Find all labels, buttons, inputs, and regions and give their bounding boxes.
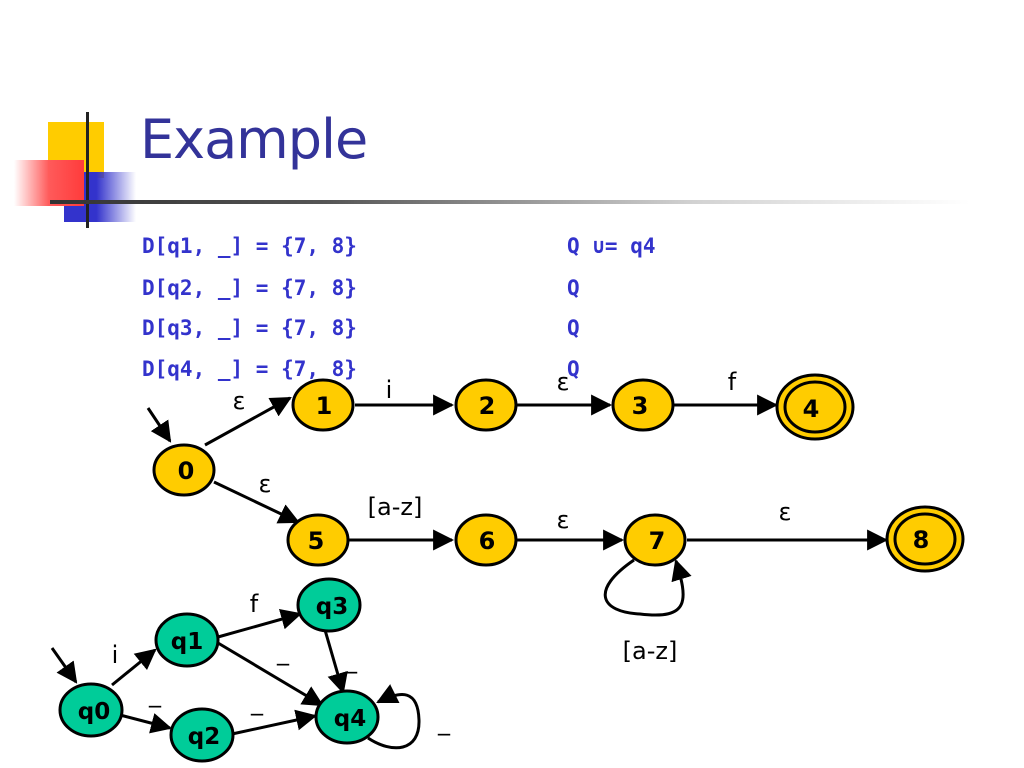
code-line-3-left: D[q3, _] = {7, 8} [142,316,357,340]
dfa-state-q3-label: q3 [316,594,348,620]
dfa-state-q4-label: q4 [334,706,366,732]
code-line-4-right: Q [567,357,580,381]
nfa-state-4-inner [783,380,847,434]
nfa-state-1-circle [291,378,355,432]
nfa-state-8-inner [893,512,957,566]
nfa-label-0-5: ε [259,470,272,498]
nfa-state-6-label: 6 [479,527,496,555]
code-line-3-right: Q [567,316,580,340]
dfa-state-q0-label: q0 [78,699,110,725]
nfa-state-0-label: 0 [178,457,195,485]
dfa-label-q2-q4: _ [250,688,264,716]
nfa-edge-7-7-loop [603,558,692,617]
nfa-state-8-label: 8 [913,526,930,554]
dfa-state-q2-label: q2 [188,724,220,750]
dfa-state-q4-circle [314,689,380,745]
dfa-state-q1-label: q1 [171,629,203,655]
nfa-state-5-circle [286,513,350,567]
nfa-label-1-2: i [386,376,393,404]
code-line-1-left: D[q1, _] = {7, 8} [142,234,357,258]
nfa-label-7-7: [a-z] [623,637,678,665]
decor-red-bar [14,160,84,206]
dfa-label-q4-q4: _ [437,708,451,736]
dfa-edge-q3-q4 [323,629,348,695]
code-line-4-left: D[q4, _] = {7, 8} [142,357,357,381]
nfa-state-4-label: 4 [803,395,820,423]
nfa-edge-0-5 [213,480,300,524]
dfa-state-q3-circle [296,577,362,633]
nfa-label-3-4: f [728,368,737,396]
dfa-state-q2-circle [169,707,235,763]
code-line-2-left: D[q2, _] = {7, 8} [142,276,357,300]
nfa-label-6-7: ε [557,506,570,534]
dfa-label-q0-q2: _ [148,680,162,708]
nfa-state-3-circle [611,378,675,432]
nfa-state-0-circle [152,443,216,497]
nfa-label-2-3: ε [557,368,570,396]
slide-title: Example [140,108,368,171]
dfa-label-q1-q3: f [250,590,259,618]
dfa-label-q1-q4: _ [276,638,290,666]
dfa-edge-q0-q2 [119,713,173,734]
dfa-edge-q2-q4 [231,709,318,736]
dfa-edge-q4-q4-loop [367,684,421,750]
nfa-state-2-label: 2 [479,392,496,420]
decor-vertical-line [86,112,89,228]
nfa-edge-0-1 [204,396,292,447]
code-line-1-right: Q ∪= q4 [567,234,656,258]
nfa-label-5-6: [a-z] [368,493,423,521]
nfa-state-7-circle [623,513,687,567]
nfa-label-0-1: ε [233,387,246,415]
nfa-state-6-circle [454,513,518,567]
dfa-label-q3-q4: _ [344,646,358,674]
title-rule [50,200,970,204]
nfa-state-3-label: 3 [632,392,649,420]
dfa-edge-q0-q1 [111,648,157,687]
nfa-state-1-label: 1 [316,392,333,420]
dfa-edge-q1-q4 [217,641,324,707]
nfa-label-7-8: ε [779,498,792,526]
dfa-state-q1-circle [154,612,220,668]
dfa-state-q0-circle [58,682,124,738]
dfa-start-arrow [50,647,78,684]
nfa-state-2-circle [454,378,518,432]
nfa-state-5-label: 5 [308,527,325,555]
nfa-state-7-label: 7 [649,527,666,555]
dfa-label-q0-q1: i [112,641,119,669]
nfa-start-arrow [146,407,172,443]
dfa-edge-q1-q3 [217,608,303,639]
code-line-2-right: Q [567,276,580,300]
